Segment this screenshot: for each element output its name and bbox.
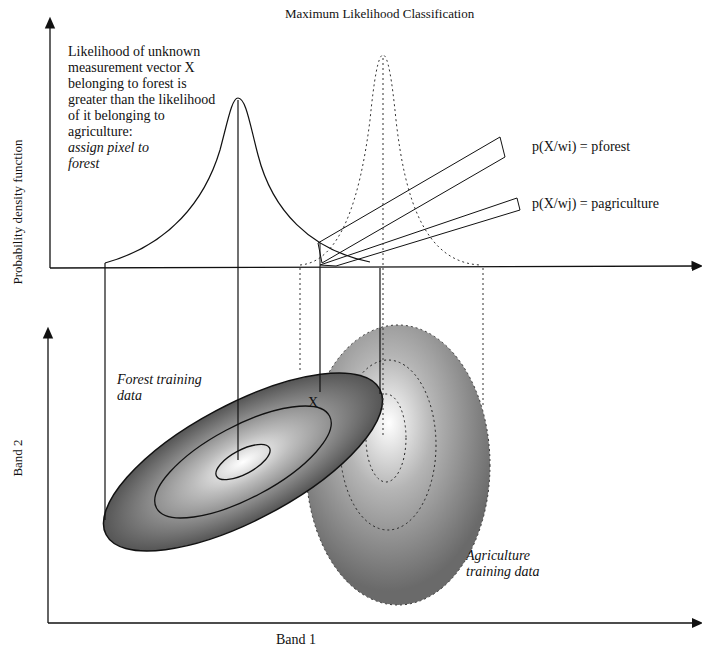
forest-ellipse: Forest training data	[95, 330, 395, 590]
band1-axis-label: Band 1	[276, 632, 316, 648]
decision-note: assign pixel to forest	[68, 140, 178, 172]
likelihood-forest: p(X/wi) = pforest	[532, 139, 630, 155]
explanation-note: Likelihood of unknown measurement vector…	[68, 44, 218, 140]
training-data-label: Agriculture training data	[466, 548, 570, 580]
pixel-x: X	[308, 395, 318, 411]
y-axis-label: Probability density function	[10, 139, 26, 284]
forest-ellipse-shape	[95, 330, 395, 590]
training-data-label: Forest training data	[117, 372, 227, 404]
diagram-title: Maximum Likelihood Classification	[285, 6, 474, 22]
likelihood-agriculture: p(X/wj) = pagriculture	[532, 196, 659, 212]
band2-axis-label: Band 2	[10, 439, 26, 476]
